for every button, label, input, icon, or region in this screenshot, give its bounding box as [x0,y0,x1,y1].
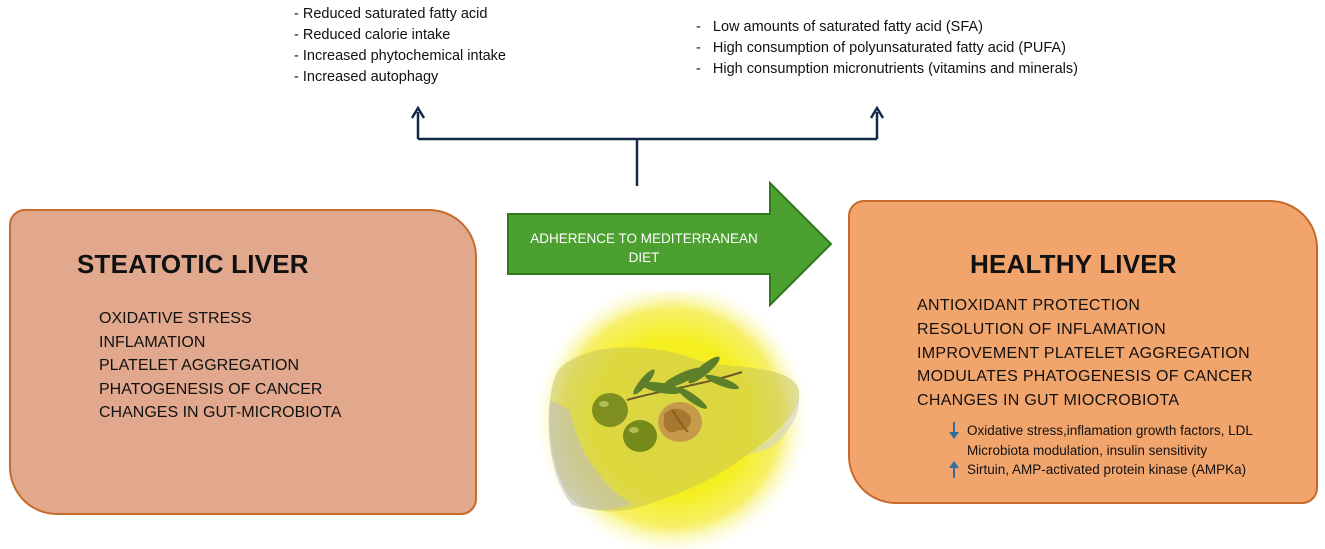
healthy-liver-list: ANTIOXIDANT PROTECTION RESOLUTION OF INF… [917,294,1253,413]
list-item: CHANGES IN GUT-MICROBIOTA [99,404,342,421]
mediterranean-diet-arrow [507,181,833,307]
note-modulation: Microbiota modulation, insulin sensitivi… [947,441,1253,461]
olive-icon [623,420,657,452]
list-item: MODULATES PHATOGENESIS OF CANCER [917,368,1253,386]
list-item: IMPROVEMENT PLATELET AGGREGATION [917,344,1250,362]
list-item: ANTIOXIDANT PROTECTION [917,297,1141,314]
top-left-benefits-list: - Reduced saturated fatty acid - Reduced… [294,4,506,88]
healthy-liver-title: HEALTHY LIVER [970,249,1177,279]
arrow-label-line2: DIET [628,250,660,265]
arrow-label: ADHERENCE TO MEDITERRANEAN DIET [508,229,780,267]
list-item: - High consumption micronutrients (vitam… [696,61,1078,77]
list-item: - Increased autophagy [294,69,439,85]
arrow-up-right-icon [869,105,885,119]
liver-olive-illustration [532,290,812,549]
note-text: Microbiota modulation, insulin sensitivi… [967,442,1208,458]
list-item: PLATELET AGGREGATION [99,357,300,374]
arrow-up-left-icon [410,105,426,119]
note-decrease: Oxidative stress,inflamation growth fact… [947,421,1253,441]
steatotic-liver-panel: STEATOTIC LIVER OXIDATIVE STRESS INFLAMA… [9,209,477,515]
list-item: PHATOGENESIS OF CANCER [99,380,323,398]
list-item: - Reduced calorie intake [294,27,451,43]
list-item: CHANGES IN GUT MIOCROBIOTA [917,392,1180,410]
note-increase: Sirtuin, AMP-activated protein kinase (A… [947,460,1253,480]
list-item: - Reduced saturated fatty acid [294,6,488,22]
list-item: - High consumption of polyunsaturated fa… [696,40,1066,56]
top-right-benefits-list: - Low amounts of saturated fatty acid (S… [696,17,1078,80]
walnut-icon [658,402,702,442]
list-item: - Low amounts of saturated fatty acid (S… [696,19,983,35]
list-item: - Increased phytochemical intake [294,48,506,64]
steatotic-liver-title: STEATOTIC LIVER [77,249,309,279]
note-text: Oxidative stress,inflamation growth fact… [967,423,1253,438]
list-item: INFLAMATION [99,333,206,351]
note-text: Sirtuin, AMP-activated protein kinase (A… [967,462,1247,477]
arrow-down-icon [949,422,959,439]
list-item: OXIDATIVE STRESS [99,310,252,327]
olive-icon [592,393,628,427]
arrow-up-icon [949,461,959,478]
healthy-liver-notes: Oxidative stress,inflamation growth fact… [947,421,1253,480]
steatotic-liver-list: OXIDATIVE STRESS INFLAMATION PLATELET AG… [99,307,341,425]
list-item: RESOLUTION OF INFLAMATION [917,320,1166,338]
healthy-liver-panel: HEALTHY LIVER ANTIOXIDANT PROTECTION RES… [848,200,1318,504]
arrow-label-line1: ADHERENCE TO MEDITERRANEAN [530,231,758,246]
